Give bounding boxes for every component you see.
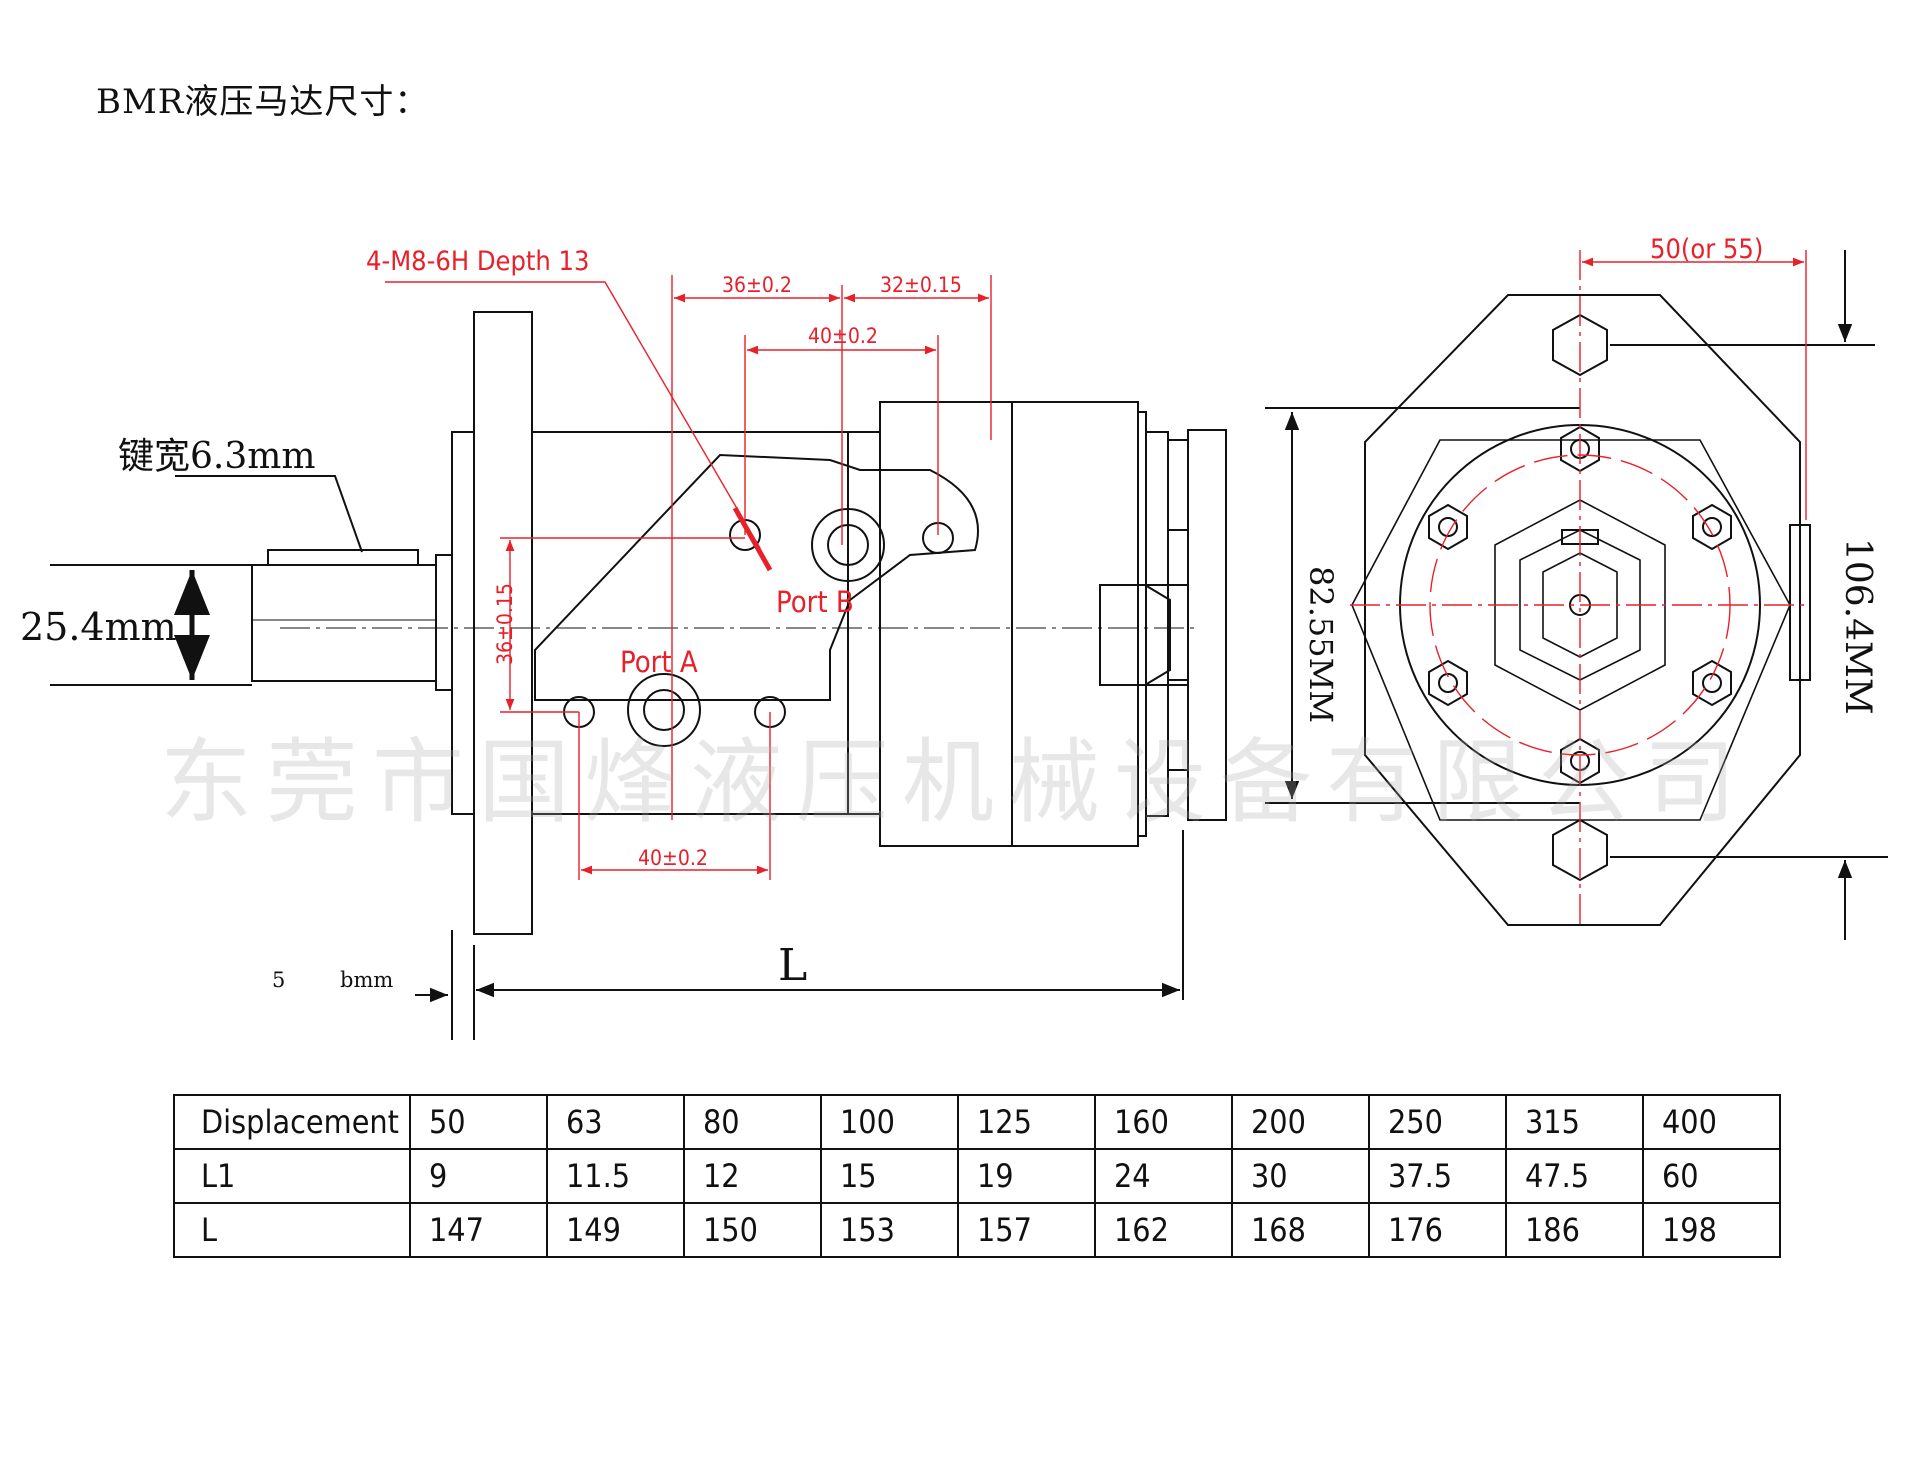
table-cell: 15 (819, 1148, 959, 1204)
table-cell: 200 (1230, 1094, 1370, 1150)
dim-106-label: 106.4MM (1837, 538, 1878, 715)
dim-36-top-label: 36±0.2 (722, 273, 792, 297)
table-cell: 186 (1504, 1202, 1644, 1258)
table-cell: 9 (408, 1148, 548, 1204)
length-label: L (778, 940, 807, 991)
dim-82-label: 82.55MM (1302, 566, 1340, 723)
table-cell: 30 (1230, 1148, 1370, 1204)
port-body (534, 453, 979, 701)
port-a-hole (627, 673, 701, 747)
flange-unit-label: bmm (340, 968, 393, 992)
table-cell: 80 (682, 1094, 822, 1150)
table-cell: 12 (682, 1148, 822, 1204)
bolt (1428, 503, 1468, 551)
port-b-hole (811, 508, 885, 582)
table-cell: 125 (956, 1094, 1096, 1150)
shaft-diameter-label: 25.4mm (20, 605, 177, 649)
dim-40-bottom-label: 40±0.2 (638, 846, 708, 870)
bolt (1428, 659, 1468, 707)
table-cell: 160 (1093, 1094, 1233, 1150)
table-row: Displacement 50 63 80 100 125 160 200 25… (173, 1094, 1781, 1150)
mount-hole-bottom (1552, 818, 1608, 882)
port-b-label: Port B (776, 585, 854, 619)
thread-callout-label: 4-M8-6H Depth 13 (366, 246, 589, 277)
table-cell: 147 (408, 1202, 548, 1258)
table-cell: 37.5 (1367, 1148, 1507, 1204)
displacement-table: Displacement 50 63 80 100 125 160 200 25… (173, 1094, 1781, 1258)
table-cell: 100 (819, 1094, 959, 1150)
table-cell: 250 (1367, 1094, 1507, 1150)
table-cell: 150 (682, 1202, 822, 1258)
table-cell: 162 (1093, 1202, 1233, 1258)
table-row: L1 9 11.5 12 15 19 24 30 37.5 47.5 60 (173, 1148, 1781, 1204)
table-cell: 19 (956, 1148, 1096, 1204)
front-view-centerlines (1350, 250, 1810, 930)
output-shaft (251, 564, 437, 682)
table-cell: 60 (1641, 1148, 1781, 1204)
table-cell: 198 (1641, 1202, 1781, 1258)
table-cell: 176 (1367, 1202, 1507, 1258)
mount-hole-top (1552, 313, 1608, 377)
table-cell: 400 (1641, 1094, 1781, 1150)
table-cell: 50 (408, 1094, 548, 1150)
dim-40-top-label: 40±0.2 (808, 324, 878, 348)
dim-36-vertical-label: 36±0.15 (493, 583, 517, 665)
row-header: L (173, 1202, 411, 1258)
table-cell: 168 (1230, 1202, 1370, 1258)
table-cell: 149 (545, 1202, 685, 1258)
dim-50-label: 50(or 55) (1650, 234, 1763, 265)
table-cell: 157 (956, 1202, 1096, 1258)
row-header: Displacement (173, 1094, 411, 1150)
table-row: L 147 149 150 153 157 162 168 176 186 19… (173, 1202, 1781, 1258)
table-cell: 24 (1093, 1148, 1233, 1204)
bolt (1692, 503, 1732, 551)
shaft-key (267, 549, 419, 566)
table-cell: 315 (1504, 1094, 1644, 1150)
side-view (50, 311, 1227, 1040)
table-cell: 11.5 (545, 1148, 685, 1204)
bolt (1692, 659, 1732, 707)
flange-dimension-label: 5 (272, 968, 285, 992)
table-cell: 63 (545, 1094, 685, 1150)
table-cell: 47.5 (1504, 1148, 1644, 1204)
table-cell: 153 (819, 1202, 959, 1258)
row-header: L1 (173, 1148, 411, 1204)
page-title: BMR液压马达尺寸： (96, 82, 430, 122)
key-width-label: 键宽6.3mm (118, 436, 316, 477)
dim-32-label: 32±0.15 (880, 273, 962, 297)
side-view-dimensions (385, 275, 992, 880)
company-watermark: 东莞市国烽液压机械设备有限公司 (160, 729, 1751, 836)
port-a-label: Port A (620, 645, 698, 679)
